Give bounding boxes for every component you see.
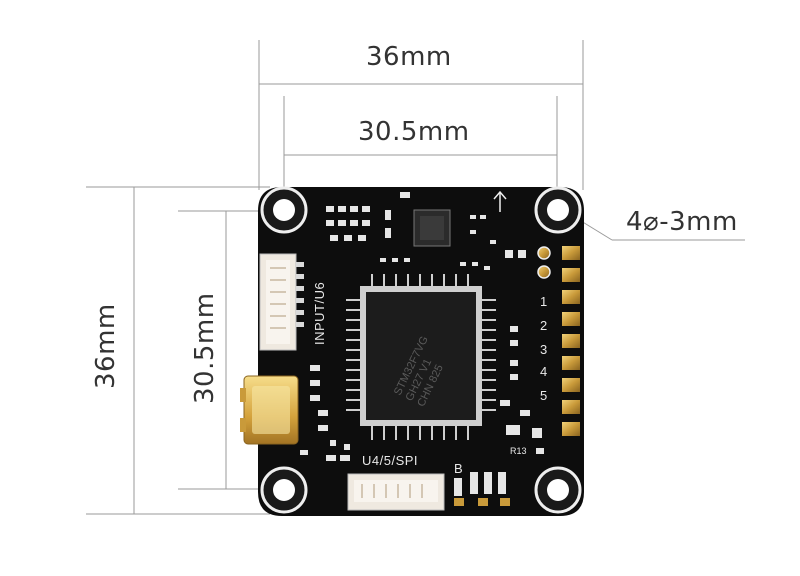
- input-connector-label: INPUT/U6: [312, 282, 327, 345]
- motor-pad-labels: 1 2 3 4 5: [540, 294, 547, 403]
- pcb-board: STM32F7VG GH27 V1 CHN 825: [240, 186, 584, 516]
- input-connector: [259, 253, 304, 351]
- motor-pad-label-3: 3: [540, 342, 547, 357]
- mount-hole-bottom-right: [534, 466, 582, 514]
- resistor-label: R13: [510, 446, 527, 456]
- mcu-chip: STM32F7VG GH27 V1 CHN 825: [346, 274, 496, 440]
- spi-connector-label: U4/5/SPI: [362, 453, 418, 468]
- smd-components-top: [326, 192, 526, 270]
- mount-hole-bottom-left: [260, 466, 308, 514]
- usb-connector: [240, 375, 299, 445]
- motor-pad-label-1: 1: [540, 294, 547, 309]
- direction-arrow-icon: [493, 190, 507, 212]
- motor-pad-label-2: 2: [540, 318, 547, 333]
- outer-width-label: 36mm: [366, 42, 452, 72]
- mount-hole-top-left: [260, 186, 308, 234]
- bottom-connector: [347, 473, 445, 511]
- motor-pad-label-5: 5: [540, 388, 547, 403]
- motor-pads: [562, 246, 580, 436]
- gyro-chip: [413, 209, 451, 247]
- mount-hole-top-right: [534, 186, 582, 234]
- pad-b-label: B: [454, 461, 463, 476]
- smd-components-left: [300, 365, 350, 455]
- smd-components-right: [500, 326, 544, 454]
- outer-height-label: 36mm: [91, 303, 121, 389]
- dimension-lines: [86, 40, 745, 515]
- mount-height-label: 30.5mm: [190, 292, 220, 404]
- smd-components-bottom: [326, 455, 510, 506]
- solder-pads-top: [537, 246, 551, 279]
- motor-pad-label-4: 4: [540, 364, 547, 379]
- mount-width-label: 30.5mm: [358, 117, 470, 147]
- hole-spec-label: 4⌀-3mm: [626, 207, 738, 237]
